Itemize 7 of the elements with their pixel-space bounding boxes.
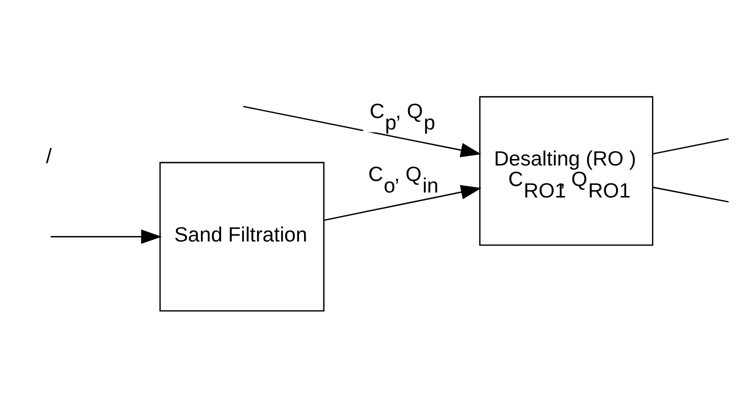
connector	[652, 186, 729, 202]
arrow	[243, 105, 482, 157]
label: /	[46, 144, 52, 168]
arrow	[50, 228, 162, 244]
connector	[652, 138, 729, 154]
arrow	[324, 184, 482, 220]
node-box: Sand Filtration	[159, 161, 324, 311]
